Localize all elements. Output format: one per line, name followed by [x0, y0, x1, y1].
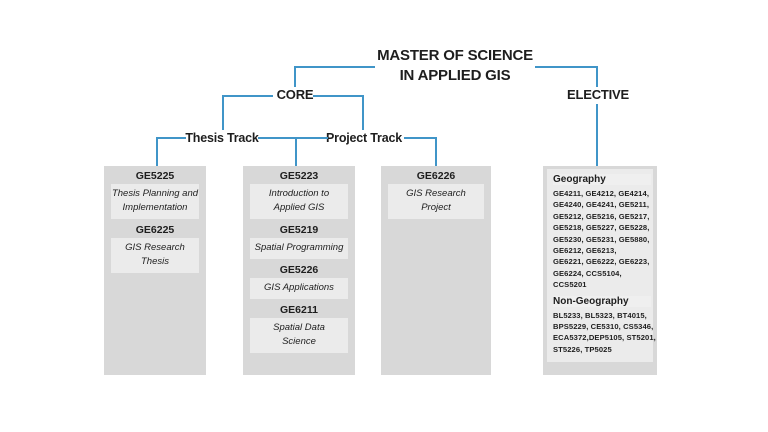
- non-geography-course-line: ECA5372,DEP5105, ST5201,: [553, 333, 656, 343]
- geography-course-line: GE5230, GE5231, GE5880,: [553, 234, 650, 244]
- connector-title-to-elective-h: [535, 66, 598, 68]
- connector-elective-box-v: [596, 104, 598, 166]
- connector-project-right-h: [404, 137, 437, 139]
- course-code-ge5219: GE5219: [279, 224, 319, 236]
- geography-course-line: GE6212, GE6213,: [553, 246, 617, 256]
- connector-elective-drop-v: [596, 66, 598, 87]
- non-geography-header: Non-Geography: [553, 295, 651, 307]
- connector-core-thesis-v: [222, 95, 224, 130]
- non-geography-course-line: BL5233, BL5323, BT4015,: [553, 310, 647, 320]
- connector-thesis-left-h: [156, 137, 186, 139]
- elective-label: ELECTIVE: [567, 87, 629, 102]
- geography-course-line: CCS5201: [553, 280, 587, 290]
- thesis-track-label: Thesis Track: [185, 131, 259, 145]
- connector-thesis-box-v: [156, 137, 158, 166]
- geography-course-line: GE5218, GE5227, GE5228,: [553, 223, 650, 233]
- connector-core-left-h: [223, 95, 273, 97]
- core-common-courses-box: GE5223 Introduction to Applied GIS GE521…: [243, 166, 355, 375]
- elective-course-list: Geography GE4211, GE4212, GE4214, GE4240…: [547, 169, 656, 362]
- connector-common-box-v: [295, 137, 297, 166]
- course-name-ge5225: Thesis Planning and Implementation: [111, 184, 199, 219]
- non-geography-course-line: ST5226, TP5025: [553, 344, 612, 354]
- connector-tracks-h: [258, 137, 328, 139]
- elective-courses-box: Geography GE4211, GE4212, GE4214, GE4240…: [543, 166, 657, 375]
- non-geography-course-line: BPS5229, CE5310, CS5346,: [553, 322, 654, 332]
- program-title-line1: MASTER OF SCIENCE: [377, 47, 533, 64]
- course-name-ge5223: Introduction to Applied GIS: [250, 184, 348, 219]
- connector-core-project-v: [362, 95, 364, 130]
- course-code-ge6226: GE6226: [416, 170, 456, 182]
- project-track-label: Project Track: [326, 131, 402, 145]
- thesis-courses-box: GE5225 Thesis Planning and Implementatio…: [104, 166, 206, 375]
- course-code-ge6211: GE6211: [280, 304, 318, 316]
- program-title-line2: IN APPLIED GIS: [399, 67, 511, 84]
- course-code-ge5226: GE5226: [279, 264, 319, 276]
- course-name-ge6226: GIS Research Project: [388, 184, 484, 219]
- connector-core-drop-v: [294, 66, 296, 87]
- core-label: CORE: [276, 87, 314, 102]
- course-code-ge5225: GE5225: [135, 170, 175, 182]
- geography-course-line: GE6224, CCS5104,: [553, 268, 622, 278]
- course-name-ge5226: GIS Applications: [250, 278, 348, 299]
- geography-course-line: GE4211, GE4212, GE4214,: [553, 189, 650, 198]
- course-code-ge6225: GE6225: [135, 224, 175, 236]
- program-title: MASTER OF SCIENCE IN APPLIED GIS: [355, 46, 555, 86]
- geography-course-line: GE6221, GE6222, GE6223,: [553, 257, 650, 267]
- course-name-ge5219: Spatial Programming: [250, 238, 348, 259]
- course-name-ge6211: Spatial Data Science: [250, 318, 348, 353]
- connector-core-right-h: [313, 95, 363, 97]
- course-code-ge5223: GE5223: [279, 170, 319, 182]
- geography-course-line: GE5212, GE5216, GE5217,: [553, 211, 650, 221]
- project-courses-box: GE6226 GIS Research Project: [381, 166, 491, 375]
- course-name-ge6225: GIS Research Thesis: [111, 238, 199, 273]
- geography-course-line: GE4240, GE4241, GE5211,: [553, 200, 650, 210]
- connector-title-to-core-h: [295, 66, 375, 68]
- connector-project-box-v: [435, 137, 437, 166]
- geography-header: Geography: [553, 174, 651, 185]
